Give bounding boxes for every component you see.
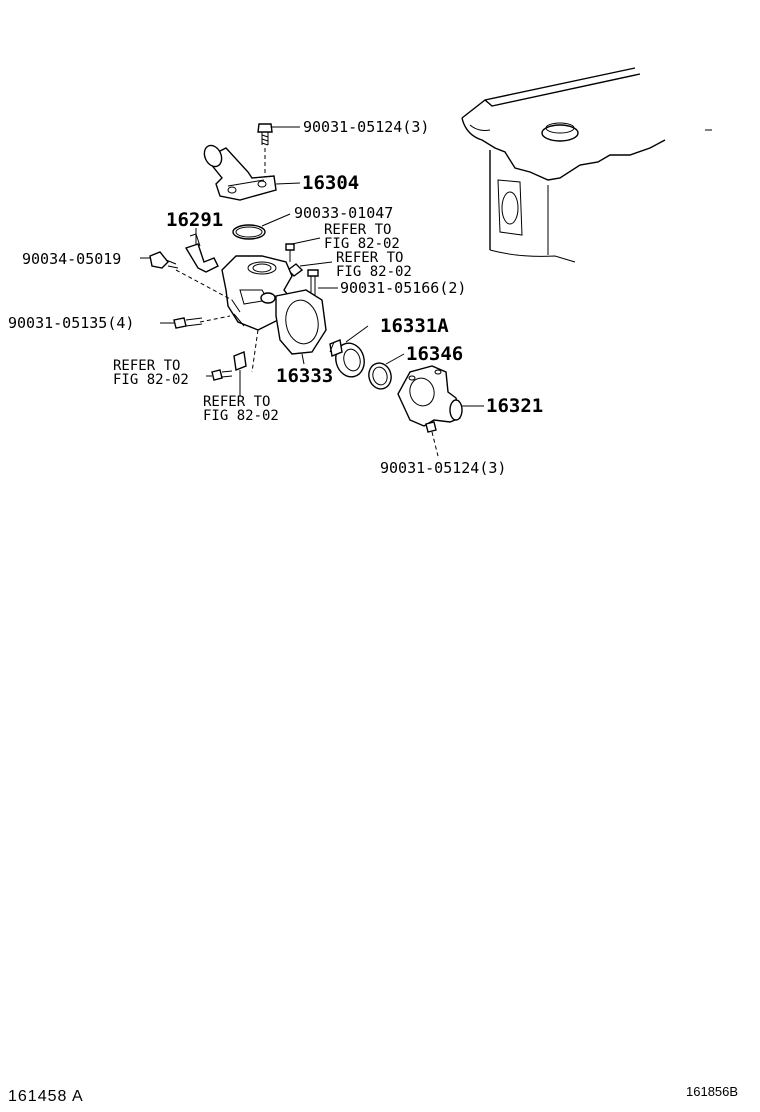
bolt-bottom-90031-05124 (425, 421, 439, 457)
label-inlet-16321: 16321 (486, 395, 543, 417)
figure-code-left: 161458 A (8, 1088, 84, 1105)
label-refer1-a: REFER TO (324, 222, 391, 238)
refer-bolt-1 (285, 243, 295, 262)
gasket-16346 (368, 362, 392, 390)
engine-block-outline (461, 67, 712, 263)
label-refer3-b: FIG 82-02 (113, 372, 189, 388)
refer-bolt-3 (211, 369, 233, 381)
label-oring: 90033-01047 (294, 204, 393, 222)
bolt-90031-05135 (173, 317, 203, 329)
label-refer2-a: REFER TO (336, 250, 403, 266)
water-outlet-16304 (203, 123, 277, 201)
refer-bolt-2 (286, 263, 304, 277)
thermostat-housing-16333 (221, 255, 327, 355)
label-refer4-b: FIG 82-02 (203, 408, 279, 424)
label-bolt-stud: 90031-05166(2) (340, 279, 466, 297)
water-inlet-16321 (397, 365, 463, 427)
thermostat-16331A (329, 339, 365, 378)
label-refer4-a: REFER TO (203, 394, 270, 410)
leader-lines (140, 126, 484, 407)
stud-bolt-90031-05166 (307, 269, 319, 296)
sender-90034-05019 (149, 251, 179, 269)
label-refer1-b: FIG 82-02 (324, 236, 400, 252)
label-sensor-16291: 16291 (166, 209, 223, 231)
figure-code-right: 161856B (686, 1084, 739, 1099)
label-housing-16333: 16333 (276, 365, 333, 387)
sensor-16291 (184, 233, 219, 273)
label-outlet-16304: 16304 (302, 172, 359, 194)
label-refer3-a: REFER TO (113, 358, 180, 374)
label-bolt-top: 90031-05124(3) (303, 118, 429, 136)
label-bolt-bottom: 90031-05124(3) (380, 459, 506, 477)
label-bolt-side: 90031-05135(4) (8, 314, 134, 332)
refer-bracket-4 (233, 351, 247, 392)
label-refer2-b: FIG 82-02 (336, 264, 412, 280)
o-ring-90033-01047 (232, 224, 266, 240)
label-gasket-16346: 16346 (406, 343, 463, 365)
label-sensor-switch: 90034-05019 (22, 250, 121, 268)
label-thermostat-16331A: 16331A (380, 315, 449, 337)
